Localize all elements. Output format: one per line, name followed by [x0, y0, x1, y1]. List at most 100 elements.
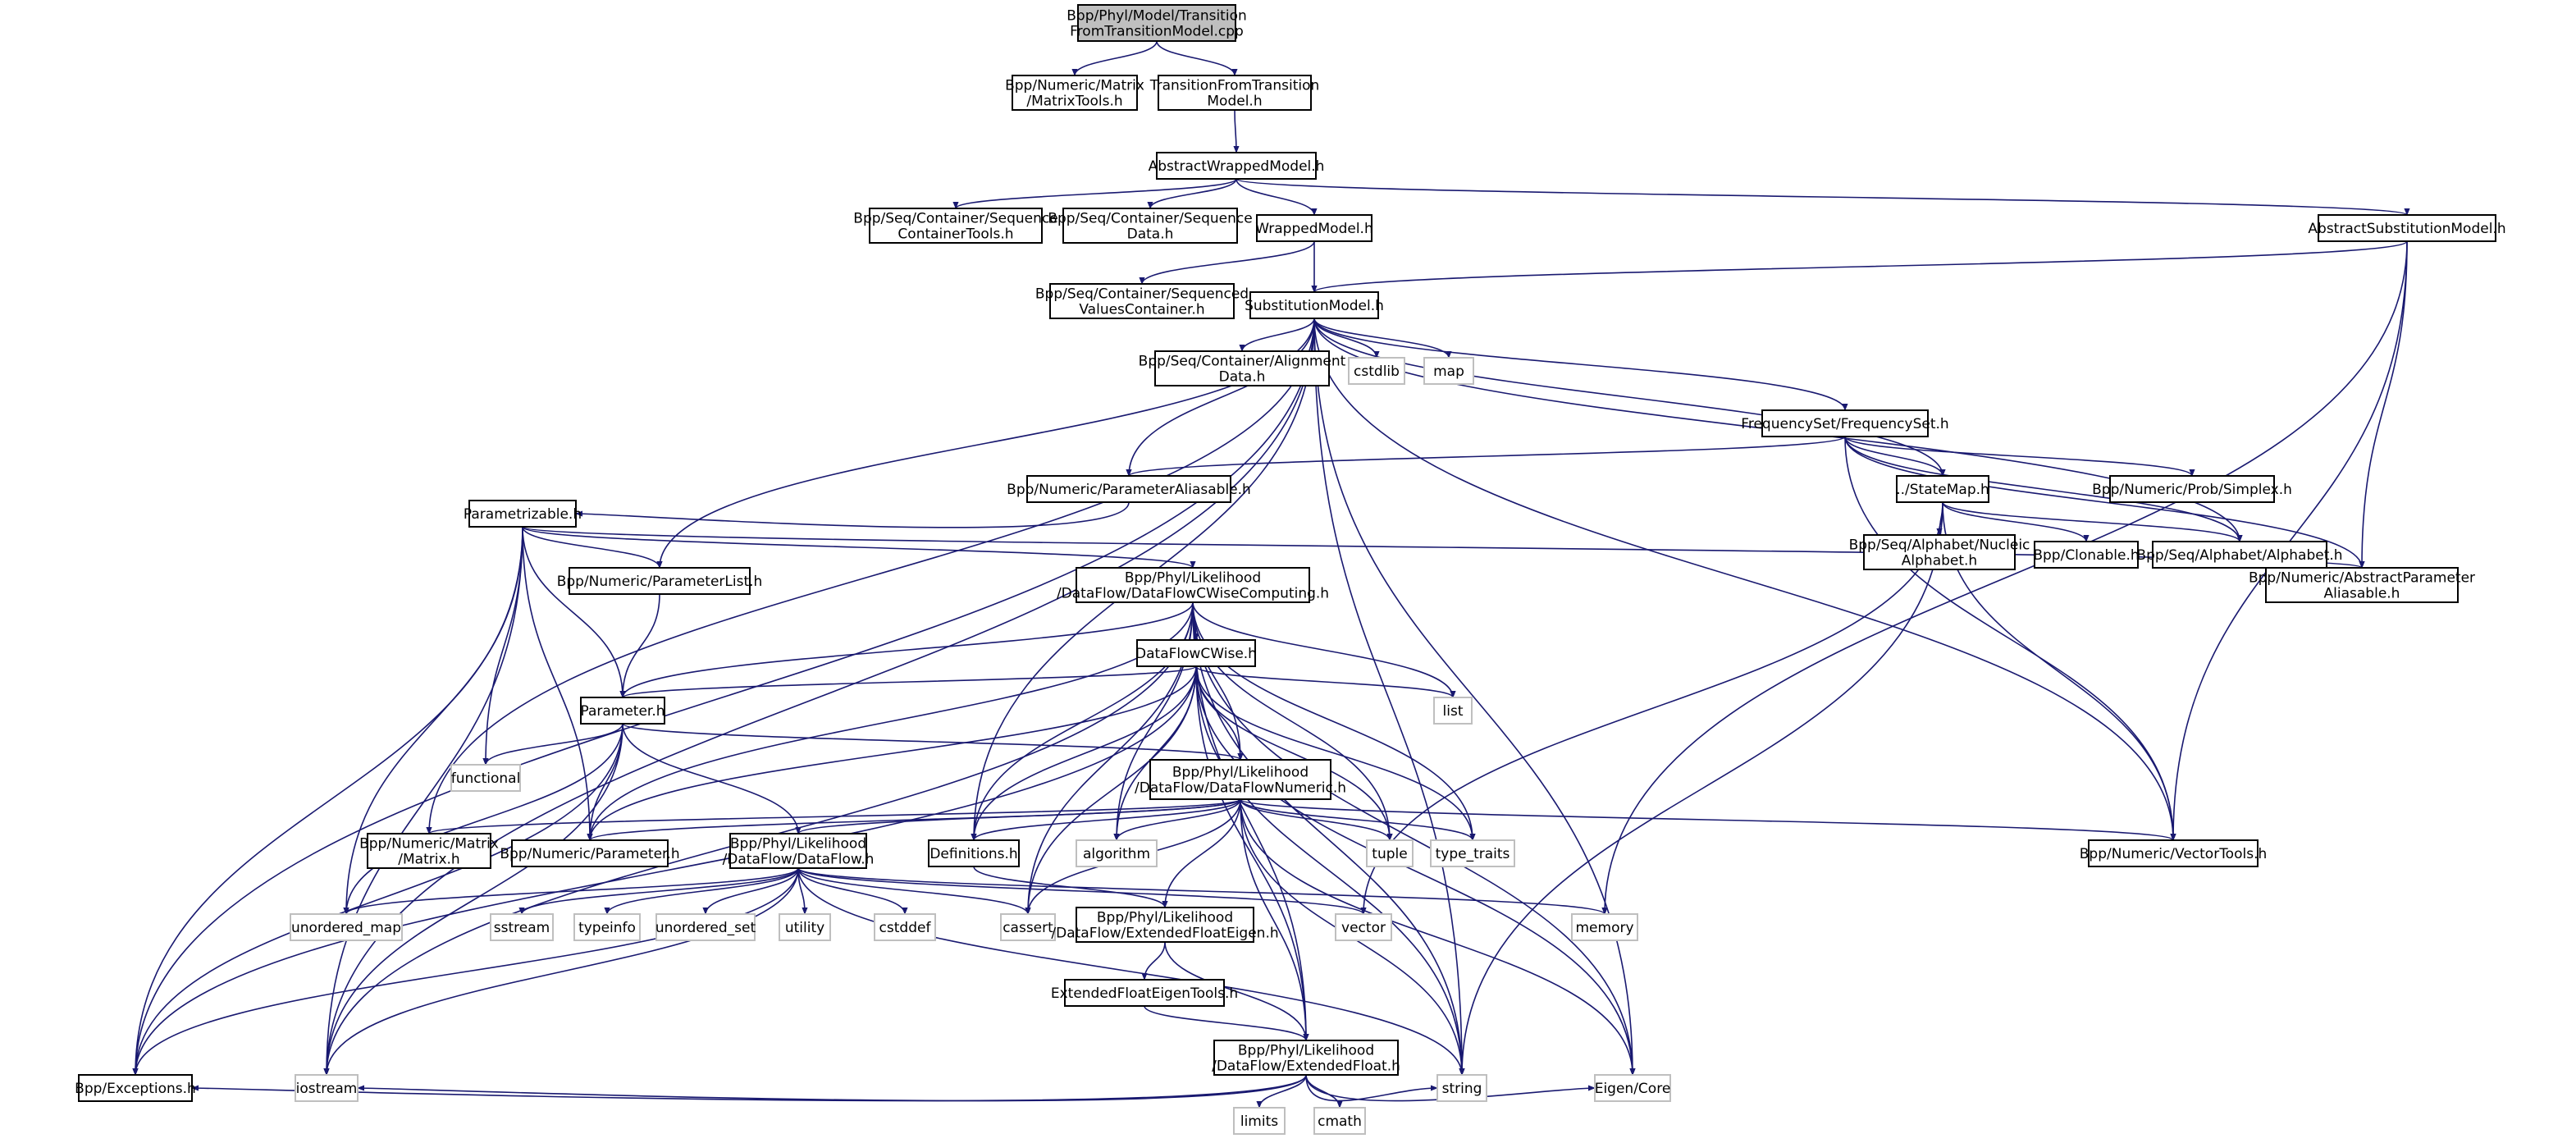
edge-parametrizable-to-iostream — [323, 526, 523, 1076]
node-parametrizable[interactable]: Parametrizable.h — [464, 500, 582, 528]
edge-dfcwise-to-numparam — [587, 665, 1197, 841]
node-alphabet[interactable]: Bpp/Seq/Alphabet/Alphabet.h — [2136, 541, 2343, 569]
node-label: ../StateMap.h — [1896, 482, 1989, 498]
node-matrixtools[interactable]: Bpp/Numeric/Matrix/MatrixTools.h — [1005, 75, 1144, 111]
edge-dfcwise-to-tuple — [1195, 665, 1393, 841]
edge-awm-to-seqcontainertools — [952, 178, 1237, 209]
node-box — [1423, 357, 1474, 385]
edge-asm-to-subst — [1311, 240, 2408, 293]
node-exceptions[interactable]: Bpp/Exceptions.h — [75, 1074, 196, 1102]
node-vectortools[interactable]: Bpp/Numeric/VectorTools.h — [2080, 839, 2268, 867]
node-box — [1436, 1074, 1487, 1102]
node-box — [580, 697, 665, 725]
edge-awm-to-seqdata — [1147, 178, 1237, 209]
edge-extfloat-to-exceptions — [191, 1074, 1307, 1102]
node-paramaliasable[interactable]: Bpp/Numeric/ParameterAliasable.h — [1007, 475, 1251, 503]
node-box — [1863, 534, 2016, 570]
node-box — [1896, 475, 1989, 503]
edge-parametrizable-to-numparam — [522, 526, 593, 841]
node-definitions[interactable]: Definitions.h — [928, 839, 1020, 867]
node-box — [1348, 357, 1405, 385]
node-label: /DataFlow/DataFlow.h — [723, 852, 875, 868]
node-box — [1761, 409, 1929, 437]
edge-subst-to-paramaliasable — [1126, 318, 1315, 477]
node-numparam[interactable]: Bpp/Numeric/Parameter.h — [500, 839, 680, 867]
node-label: ContainerTools.h — [897, 226, 1013, 243]
node-freqset[interactable]: FrequencySet/FrequencySet.h — [1741, 409, 1949, 437]
node-seqcontainertools[interactable]: Bpp/Seq/Container/SequenceContainerTools… — [853, 208, 1058, 244]
node-label: Bpp/Seq/Alphabet/Nucleic — [1849, 537, 2030, 554]
node-box — [1012, 75, 1138, 111]
edge-dataflow-to-vector — [797, 867, 1367, 915]
edge-dataflow-to-iostream — [323, 867, 799, 1076]
edge-dfcwise-to-cassert — [1025, 665, 1197, 915]
node-efet[interactable]: ExtendedFloatEigenTools.h — [1051, 979, 1238, 1007]
node-cstdlib: cstdlib — [1348, 357, 1405, 385]
node-label: Model.h — [1207, 94, 1262, 110]
node-algorithm: algorithm — [1076, 839, 1158, 867]
edge-dfcwc-to-numparam — [587, 601, 1194, 841]
node-box — [1366, 839, 1414, 867]
edge-dfnumeric-to-matrix — [426, 798, 1241, 834]
node-root[interactable]: Bpp/Phyl/Model/TransitionFromTransitionM… — [1066, 4, 1247, 42]
node-extfloat[interactable]: Bpp/Phyl/Likelihood/DataFlow/ExtendedFlo… — [1212, 1040, 1400, 1076]
node-box — [1256, 214, 1372, 242]
node-asm[interactable]: AbstractSubstitutionModel.h — [2308, 214, 2506, 242]
node-label: Bpp/Numeric/Matrix — [359, 836, 499, 853]
node-simplex[interactable]: Bpp/Numeric/Prob/Simplex.h — [2092, 475, 2292, 503]
node-box — [2088, 839, 2259, 867]
node-box — [1076, 839, 1158, 867]
node-awm[interactable]: AbstractWrappedModel.h — [1149, 152, 1325, 180]
node-label: tuple — [1372, 846, 1407, 862]
node-dfcwise[interactable]: DataFlowCWise.h — [1135, 639, 1257, 667]
edge-parameter-to-dfnumeric — [622, 723, 1244, 761]
node-label: Bpp/Phyl/Model/Transition — [1066, 8, 1247, 25]
edge-statemap-to-vector — [1360, 501, 1943, 915]
node-cassert: cassert — [1000, 913, 1056, 941]
node-paramlist[interactable]: Bpp/Numeric/ParameterList.h — [557, 567, 763, 595]
node-box — [2265, 567, 2459, 603]
node-wrapped[interactable]: WrappedModel.h — [1255, 214, 1373, 242]
node-label: typeinfo — [578, 920, 636, 936]
edge-dfcwc-to-eigencore — [1192, 601, 1636, 1076]
node-label: limits — [1240, 1113, 1278, 1130]
node-seqvalues[interactable]: Bpp/Seq/Container/SequencedValuesContain… — [1035, 283, 1249, 319]
edge-extfloat-to-string — [1305, 1074, 1438, 1102]
node-unordered_set: unordered_set — [655, 913, 756, 941]
node-box — [511, 839, 669, 867]
edge-dfcwise-to-type_traits — [1195, 665, 1476, 841]
edge-statemap-to-alphabet — [1942, 501, 2243, 542]
node-box — [1076, 567, 1310, 603]
edge-dfnumeric-to-tuple — [1240, 798, 1393, 841]
node-clonable[interactable]: Bpp/Clonable.h — [2033, 541, 2140, 569]
node-label: Bpp/Seq/Alphabet/Alphabet.h — [2136, 547, 2342, 564]
node-efeigen[interactable]: Bpp/Phyl/Likelihood/DataFlow/ExtendedFlo… — [1051, 907, 1279, 943]
node-label: Parametrizable.h — [464, 506, 582, 523]
node-label: AbstractSubstitutionModel.h — [2308, 221, 2505, 237]
node-subst[interactable]: SubstitutionModel.h — [1245, 291, 1384, 319]
node-matrix[interactable]: Bpp/Numeric/Matrix/Matrix.h — [359, 833, 499, 869]
edge-asm-to-memory — [1601, 240, 2408, 915]
node-label: list — [1443, 703, 1464, 720]
edge-efeigen-to-efet — [1141, 941, 1166, 981]
node-label: Bpp/Phyl/Likelihood — [1097, 910, 1233, 926]
node-box — [874, 913, 936, 941]
node-vector: vector — [1335, 913, 1392, 941]
node-dfnumeric[interactable]: Bpp/Phyl/Likelihood/DataFlow/DataFlowNum… — [1135, 759, 1346, 800]
node-box — [573, 913, 641, 941]
node-statemap[interactable]: ../StateMap.h — [1896, 475, 1989, 503]
node-dfcwc[interactable]: Bpp/Phyl/Likelihood/DataFlow/DataFlowCWi… — [1057, 567, 1329, 603]
node-box — [1064, 979, 1225, 1007]
edge-parametrizable-to-parameter — [522, 526, 626, 698]
edge-dfcwise-to-algorithm — [1113, 665, 1197, 841]
edge-dataflow-to-sstream — [518, 867, 799, 915]
node-functional: functional — [450, 764, 521, 792]
node-dataflow[interactable]: Bpp/Phyl/Likelihood/DataFlow/DataFlow.h — [723, 833, 875, 869]
node-parameter[interactable]: Parameter.h — [580, 697, 665, 725]
